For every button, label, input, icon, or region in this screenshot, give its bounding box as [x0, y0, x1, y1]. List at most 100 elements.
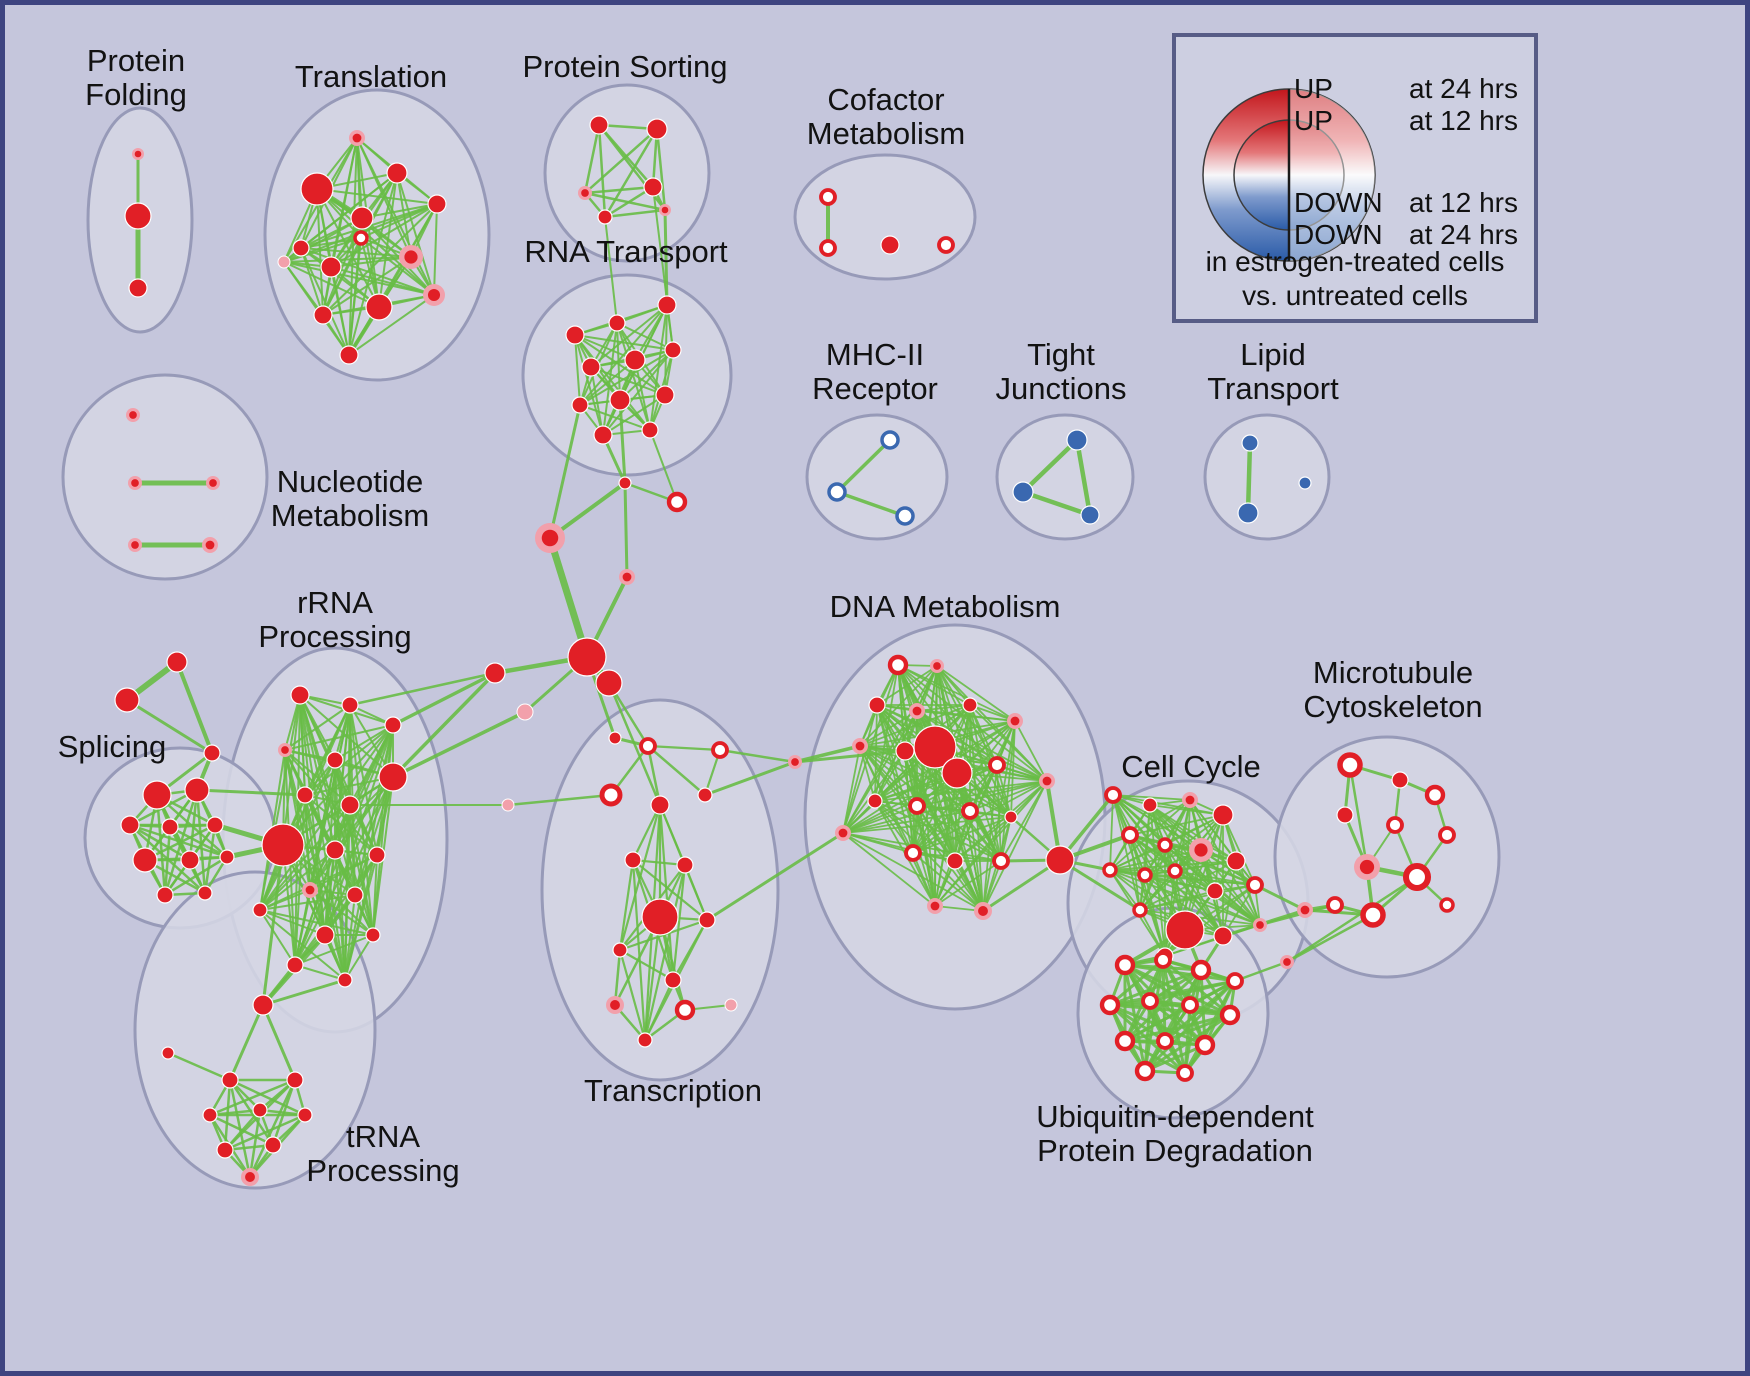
network-edge	[874, 664, 899, 802]
network-edge	[128, 823, 192, 862]
network-edge	[718, 748, 797, 764]
network-node-mh3	[895, 506, 915, 526]
network-edge	[574, 334, 651, 431]
network-edge	[574, 334, 666, 396]
network-node-rr16	[365, 927, 381, 943]
network-node-ub2	[1154, 951, 1172, 969]
network-node-ub10	[1156, 1032, 1174, 1050]
network-node-ub9	[1114, 1030, 1136, 1052]
network-edge	[934, 772, 958, 907]
network-node-core-dm17	[838, 828, 848, 838]
network-node-ub4	[1226, 972, 1244, 990]
network-node-core-tr13	[427, 288, 441, 302]
legend-row-up-12: UP at 12 hrs	[1176, 105, 1534, 137]
network-edge	[344, 934, 374, 981]
network-node-dm16	[1004, 810, 1018, 824]
network-edge	[322, 203, 438, 316]
network-node-tr14	[339, 345, 359, 365]
nodes-layer	[114, 115, 1456, 1186]
network-node-sp2	[184, 777, 210, 803]
network-edge	[1139, 884, 1256, 911]
network-node-tr4	[427, 194, 447, 214]
network-node-core-nm2	[131, 479, 139, 487]
network-edge	[348, 294, 435, 356]
network-node-tx10	[664, 971, 682, 989]
network-edge	[842, 810, 971, 834]
network-node-tx3	[650, 795, 670, 815]
network-node-core-mc7	[1359, 859, 1375, 875]
network-edge	[842, 816, 1012, 834]
network-edge	[283, 261, 380, 308]
network-node-rt3	[657, 295, 677, 315]
network-edge	[1183, 1003, 1192, 1075]
legend-updown-glyph	[1202, 88, 1376, 262]
network-node-mc4	[1336, 806, 1354, 824]
legend-time: at 12 hrs	[1409, 187, 1518, 218]
network-edge	[590, 304, 668, 368]
network-edge	[261, 843, 285, 1007]
network-edge	[284, 724, 394, 751]
network-edge	[259, 909, 326, 936]
network-edge	[283, 261, 435, 296]
network-node-pf2	[124, 202, 152, 230]
label-splicing: Splicing	[58, 729, 167, 764]
network-node-ct6	[516, 703, 534, 721]
network-node-dm3	[868, 696, 886, 714]
network-node-core-tr9	[404, 250, 418, 264]
network-node-tx9	[612, 942, 628, 958]
network-edge	[1109, 849, 1202, 871]
network-edge	[284, 704, 351, 751]
network-edge	[623, 481, 629, 579]
network-edge	[1139, 909, 1166, 957]
network-edge	[195, 788, 207, 895]
network-edge	[1143, 1043, 1207, 1073]
network-edge	[1000, 780, 1048, 862]
network-node-dm19	[946, 852, 964, 870]
cluster-tight-junctions	[995, 413, 1135, 541]
network-node-rt1	[565, 325, 585, 345]
network-edge	[300, 247, 324, 316]
network-edge	[583, 123, 601, 195]
network-node-ps4	[643, 177, 663, 197]
network-edge	[842, 805, 918, 834]
network-edge	[1108, 958, 1165, 1007]
network-edge	[361, 203, 438, 219]
network-node-tr5	[350, 206, 374, 230]
network-edge	[590, 366, 604, 436]
network-node-tx12	[674, 999, 696, 1021]
network-edge	[842, 745, 861, 834]
network-node-ct2	[666, 491, 688, 513]
network-node-mc6	[1438, 826, 1456, 844]
network-node-dm8	[895, 741, 915, 761]
network-edge	[954, 860, 984, 912]
network-node-rt2	[608, 314, 626, 332]
network-node-ub12	[1134, 1060, 1156, 1082]
network-node-mc2	[1391, 771, 1409, 789]
network-edge	[904, 750, 914, 854]
network-node-cc14	[1132, 902, 1148, 918]
cluster-protein-sorting	[543, 83, 711, 263]
cluster-nucleotide-metabolism	[61, 373, 269, 581]
network-node-sp9	[156, 886, 174, 904]
network-node-core-dm12	[1042, 776, 1052, 786]
network-node-core-nm1	[129, 411, 137, 419]
network-edge	[652, 186, 674, 351]
network-edge	[579, 404, 651, 431]
network-edge	[793, 744, 862, 764]
network-node-tr3	[386, 162, 408, 184]
network-edge	[916, 780, 1048, 807]
network-edge	[876, 704, 914, 854]
network-edge	[299, 694, 326, 936]
network-node-cm1	[819, 188, 837, 206]
network-node-core-ct4	[622, 572, 632, 582]
network-edge	[1014, 720, 1048, 782]
legend-time: at 24 hrs	[1409, 73, 1518, 104]
network-edge	[378, 172, 398, 308]
network-edge	[259, 889, 311, 911]
network-node-cc1	[1104, 786, 1122, 804]
network-edge	[618, 858, 635, 952]
network-edge	[1109, 794, 1114, 871]
cluster-rna-transport	[521, 273, 733, 477]
